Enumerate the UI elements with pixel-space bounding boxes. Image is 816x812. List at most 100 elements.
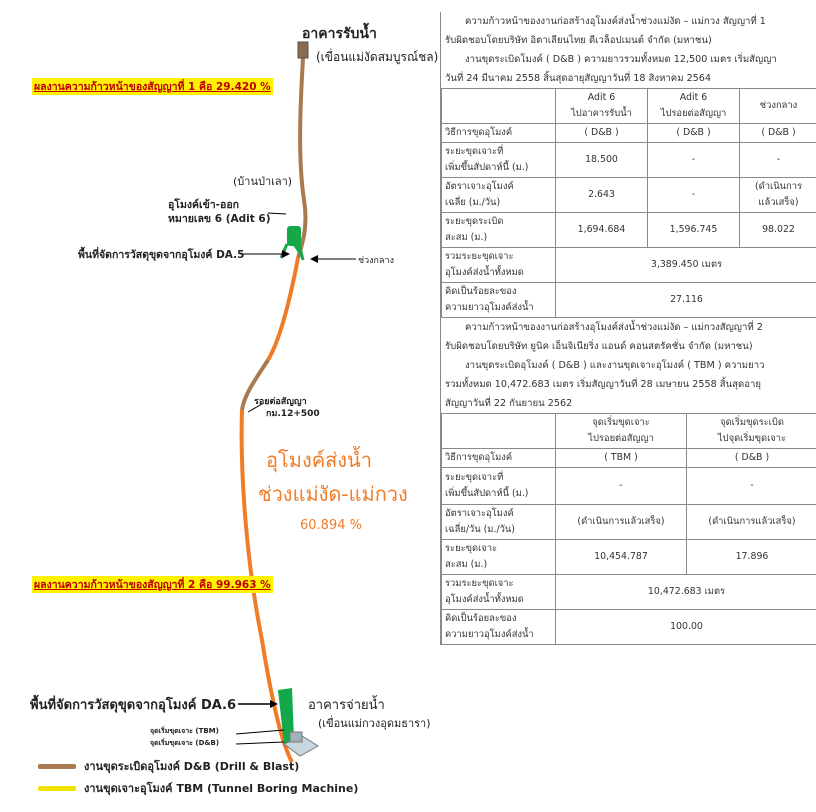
contract1-scope-1: งานขุดระเบิดโมงค์ ( D&B ) ความยาวรวมทั้ง… xyxy=(465,54,777,65)
cell: 17.896 xyxy=(686,539,816,575)
table-header-row: จุดเริ่มขุดเจาะไปรอยต่อสัญญา จุดเริ่มขุด… xyxy=(441,413,816,449)
contract1-progress-banner: ผลงานความก้าวหน้าของสัญญาที่ 1 คือ 29.42… xyxy=(32,78,273,95)
percent-value: 27.116 xyxy=(555,282,816,318)
cell: (ดำเนินการแล้วเสร็จ) xyxy=(686,504,816,540)
tunnel-title-line2: ช่วงแม่งัด-แม่กวง xyxy=(258,482,408,506)
joint-pointer xyxy=(247,403,263,413)
contract1-contractor: รับผิดชอบโดยบริษัท อิตาเลียนไทย ดีเวล็อป… xyxy=(445,35,712,46)
legend-db-swatch xyxy=(38,764,76,769)
total-value: 10,472.683 เมตร xyxy=(555,574,816,610)
legend-db-label: งานขุดระเบิดอุโมงค์ D&B (Drill & Blast) xyxy=(84,760,300,773)
c1-col1-h1: Adit 6 xyxy=(587,92,616,103)
row-label: คิดเป็นร้อยละของ xyxy=(445,613,517,624)
row-label: สะสม (ม.) xyxy=(445,559,488,570)
intake-dam-label: (เขื่อนแม่งัดสมบูรณ์ชล) xyxy=(316,50,439,64)
row-label: ระยะขุดเจาะที่ xyxy=(445,146,504,157)
c1-col3-h1: ช่วงกลาง xyxy=(759,100,798,111)
muck-area-da5-shape xyxy=(287,226,301,246)
c2-col1-h2: ไปรอยต่อสัญญา xyxy=(588,433,654,444)
adit-label-line2: หมายเลข 6 (Adit 6) xyxy=(168,213,271,225)
row-label: ความยาวอุโมงค์ส่งน้ำ xyxy=(445,629,534,640)
db-start-pointer xyxy=(235,741,285,745)
table-row: ระยะขุดเจาะที่เพิ่มขึ้นสัปดาห์นี้ (ม.) -… xyxy=(441,467,816,505)
c2-col1-h1: จุดเริ่มขุดเจาะ xyxy=(592,417,650,428)
table-row: ระยะขุดระเบิดสะสม (ม.) 1,694.684 1,596.7… xyxy=(441,212,816,248)
contract2-scope-1: งานขุดระเบิดอุโมงค์ ( D&B ) และงานขุดเจา… xyxy=(465,360,765,371)
c1-col2-h2: ไปรอยต่อสัญญา xyxy=(660,108,727,119)
outlet-dam-label: (เขื่อนแม่กวงอุดมธารา) xyxy=(318,717,431,730)
table-row: วิธีการขุดอุโมงค์ ( TBM ) ( D&B ) xyxy=(441,448,816,468)
cell: 18.500 xyxy=(555,142,648,178)
cell: ( D&B ) xyxy=(739,123,816,143)
contract-joint-label-2: กม.12+500 xyxy=(266,409,320,419)
table-row: ระยะขุดเจาะที่เพิ่มขึ้นสัปดาห์นี้ (ม.) 1… xyxy=(441,142,816,178)
middle-arrow xyxy=(310,255,318,263)
tunnel-title-line1: อุโมงค์ส่งน้ำ xyxy=(266,448,372,472)
village-label: (บ้านป่าเลา) xyxy=(233,175,293,188)
contract2-title: ความก้าวหน้าของงานก่อสร้างอุโมงค์ส่งน้ำช… xyxy=(465,322,763,333)
c1-col1-h2: ไปอาคารรับน้ำ xyxy=(571,108,632,119)
muck-area-da5-label: พื้นที่จัดการวัสดุขุดจากอุโมงค์ DA.5 xyxy=(78,249,245,261)
adit-label-line1: อุโมงค์เข้า-ออก xyxy=(168,199,240,211)
row-label: คิดเป็นร้อยละของ xyxy=(445,286,517,297)
contract2-scope-3: สัญญาวันที่ 22 กันยายน 2562 xyxy=(445,398,573,409)
da5-arrow xyxy=(282,250,290,258)
contract1-scope-2: วันที่ 24 มีนาคม 2558 สิ้นสุดอายุสัญญาวั… xyxy=(445,73,711,84)
table-row: อัตราเจาะอุโมงค์เฉลี่ย (ม./วัน) 2.643 - … xyxy=(441,177,816,213)
row-label: รวมระยะขุดเจาะ xyxy=(445,578,514,589)
percent-value: 100.00 xyxy=(555,609,816,645)
cell: ( D&B ) xyxy=(555,123,648,143)
row-label: อุโมงค์ส่งน้ำทั้งหมด xyxy=(445,267,524,278)
cell: - xyxy=(647,177,740,213)
table-row: อัตราเจาะอุโมงค์เฉลี่ย/วัน (ม./วัน) (ดำเ… xyxy=(441,504,816,540)
adit-pointer xyxy=(267,212,287,215)
cell: - xyxy=(555,467,687,505)
contract2-contractor: รับผิดชอบโดยบริษัท ยูนิค เอ็นจิเนียริ่ง … xyxy=(445,341,753,352)
cell: 2.643 xyxy=(555,177,648,213)
contract2-progress-banner: ผลงานความก้าวหน้าของสัญญาที่ 2 คือ 99.96… xyxy=(32,576,273,593)
table-row: วิธีการขุดอุโมงค์ ( D&B ) ( D&B ) ( D&B … xyxy=(441,123,816,143)
row-label: วิธีการขุดอุโมงค์ xyxy=(441,448,556,468)
outlet-building-label: อาคารจ่ายน้ำ xyxy=(308,698,385,713)
c1-col2-h1: Adit 6 xyxy=(679,92,708,103)
row-label: อุโมงค์ส่งน้ำทั้งหมด xyxy=(445,594,524,605)
db-start-label: จุดเริ่มขุดเจาะ (D&B) xyxy=(150,739,220,747)
table-row-percent: คิดเป็นร้อยละของความยาวอุโมงค์ส่งน้ำ 100… xyxy=(441,609,816,645)
contract1-section: ความก้าวหน้าของงานก่อสร้างอุโมงค์ส่งน้ำช… xyxy=(441,12,816,318)
cell: 10,454.787 xyxy=(555,539,687,575)
c2-col2-h2: ไปจุดเริ่มขุดเจาะ xyxy=(717,433,787,444)
contract2-scope-2: รวมทั้งหมด 10,472.683 เมตร เริ่มสัญญาวัน… xyxy=(445,379,762,390)
cell: 1,596.745 xyxy=(647,212,740,248)
muck-area-da6-label: พื้นที่จัดการวัสดุขุดจากอุโมงค์ DA.6 xyxy=(30,698,237,713)
row-label: ระยะขุดเจาะที่ xyxy=(445,472,504,483)
cell: 1,694.684 xyxy=(555,212,648,248)
cell: - xyxy=(686,467,816,505)
row-label: เฉลี่ย/วัน (ม./วัน) xyxy=(445,524,515,535)
cell: ( D&B ) xyxy=(647,123,740,143)
contract2-table: จุดเริ่มขุดเจาะไปรอยต่อสัญญา จุดเริ่มขุด… xyxy=(441,413,816,645)
cell: ( TBM ) xyxy=(555,448,687,468)
da6-arrow xyxy=(270,700,278,708)
cell: 98.022 xyxy=(739,212,816,248)
muck-area-da6-shape xyxy=(278,688,294,744)
legend-tbm-swatch xyxy=(38,786,76,791)
tbm-start-label: จุดเริ่มขุดเจาะ (TBM) xyxy=(150,727,219,735)
row-label: อัตราเจาะอุโมงค์ xyxy=(445,508,514,519)
tunnel-map: อาคารรับน้ำ (เขื่อนแม่งัดสมบูรณ์ชล) ผลงา… xyxy=(30,26,439,795)
row-label: สะสม (ม.) xyxy=(445,232,488,243)
tbm-start-pointer xyxy=(235,729,285,735)
row-label: รวมระยะขุดเจาะ xyxy=(445,251,514,262)
outlet-building-icon xyxy=(283,731,319,757)
row-label: อัตราเจาะอุโมงค์ xyxy=(445,181,514,192)
table-row-total: รวมระยะขุดเจาะอุโมงค์ส่งน้ำทั้งหมด 3,389… xyxy=(441,247,816,283)
contract1-title: ความก้าวหน้าของงานก่อสร้างอุโมงค์ส่งน้ำช… xyxy=(465,16,766,27)
progress-panel: ความก้าวหน้าของงานก่อสร้างอุโมงค์ส่งน้ำช… xyxy=(440,12,816,645)
row-label: เพิ่มขึ้นสัปดาห์นี้ (ม.) xyxy=(445,162,529,173)
overall-progress: 60.894 % xyxy=(300,518,362,533)
cell-line: (ดำเนินการ xyxy=(754,181,802,192)
cell: - xyxy=(647,142,740,178)
middle-section-label: ช่วงกลาง xyxy=(358,256,394,266)
row-label: ระยะขุดระเบิด xyxy=(445,216,504,227)
